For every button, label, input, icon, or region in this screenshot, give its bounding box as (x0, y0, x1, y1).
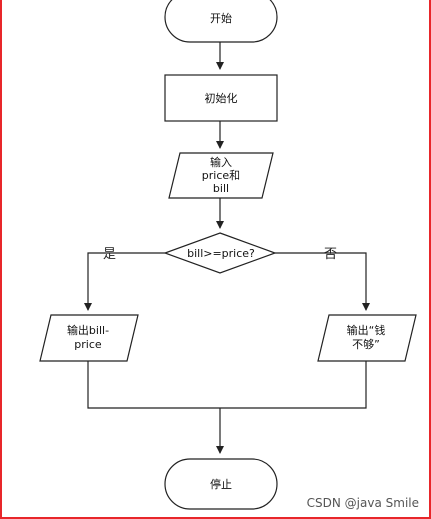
input-label-line1: 输入 (210, 155, 232, 169)
input-label-line2: price和 (202, 169, 240, 182)
connectors (84, 42, 370, 454)
init-label: 初始化 (205, 91, 238, 105)
output-yes-shape (39, 314, 139, 362)
edge-yes-to-merge (87, 361, 367, 409)
start-shape (164, 0, 278, 43)
input-shape (168, 152, 274, 199)
output-no-label-line1: 输出“钱 (347, 323, 386, 337)
init-shape (164, 74, 278, 122)
edge-decision-to-no (275, 252, 370, 311)
input-label-line3: bill (213, 182, 229, 195)
output-yes-label-line1: 输出bill- (67, 323, 109, 337)
start-label: 开始 (210, 11, 232, 25)
output-no-label-line2: 不够” (352, 338, 380, 351)
output-yes-node: 输出bill- price (39, 314, 139, 362)
decision-node: bill>=price? (163, 232, 277, 274)
watermark: CSDN @java Smile (306, 496, 419, 510)
decision-shape (163, 232, 277, 274)
output-no-shape (317, 314, 417, 362)
output-no-node: 输出“钱 不够” (317, 314, 417, 362)
no-branch-label: 否 (324, 247, 337, 262)
start-node: 开始 (164, 0, 278, 43)
stop-label: 停止 (210, 477, 232, 491)
input-node: 输入 price和 bill (168, 152, 274, 199)
stop-node: 停止 (164, 458, 278, 510)
decision-label: bill>=price? (187, 247, 255, 260)
init-node: 初始化 (164, 74, 278, 122)
yes-branch-label: 是 (103, 247, 116, 262)
output-yes-label-line2: price (74, 338, 102, 351)
edge-decision-to-yes (84, 252, 165, 311)
stop-shape (164, 458, 278, 510)
